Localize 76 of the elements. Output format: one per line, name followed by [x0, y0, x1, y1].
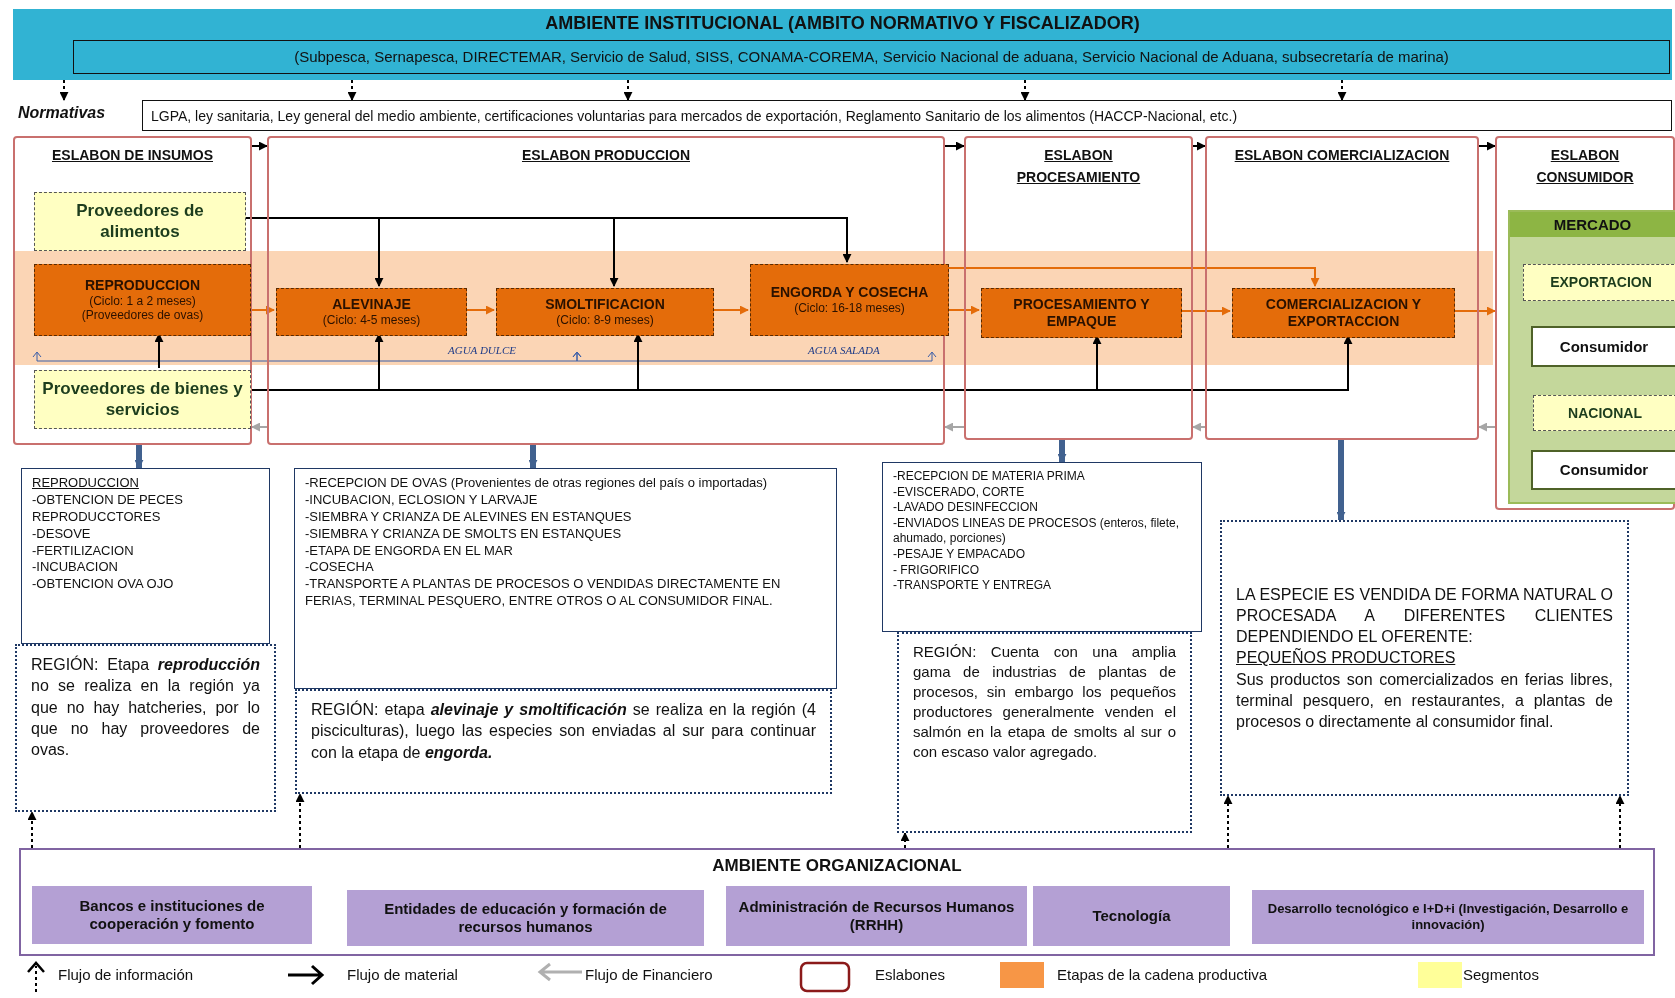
- arrow: [1337, 79, 1347, 101]
- stage-box: SMOLTIFICACION (Ciclo: 8-9 meses): [496, 288, 714, 336]
- arrow: [134, 445, 144, 469]
- legend-label: Flujo de información: [58, 966, 194, 983]
- stage-box: ENGORDA Y COSECHA (Ciclo: 16-18 meses): [750, 264, 949, 336]
- segment-box: Proveedores de bienes y servicios: [34, 370, 251, 429]
- arrow: [347, 79, 357, 101]
- market-panel: [1508, 210, 1675, 504]
- note-box: REGIÓN: Cuenta con una amplia gama de industrias de plantas de procesos, sin embargo los pequeños productores generalmente venden el salmón en la etapa de smolts al sur o con escaso valor agregado.: [897, 632, 1192, 833]
- arrow: [1336, 440, 1346, 521]
- organization-box: Tecnología: [1033, 886, 1230, 946]
- arrow: [623, 79, 633, 101]
- arrow: [295, 793, 305, 849]
- arrow: [711, 305, 749, 315]
- regulations-box: LGPA, ley sanitaria, Ley general del medio ambiente, certificaciones voluntarias para mercados de exportación, Reglamento Sanitario de los alimentos (HACCP-Nacional, etc.): [142, 100, 1672, 131]
- legend-label: Etapas de la cadena productiva: [1057, 966, 1268, 983]
- activity-list-box: -RECEPCION DE MATERIA PRIMA -EVISCERADO, CORTE -LAVADO DESINFECCION -ENVIADOS LINEAS DE PROCESOS (enteros, filete, ahumado, porciones) -PESAJE Y EMPACADO - FRIGORIFICO -TRANSPORTE Y ENTREGA: [882, 462, 1202, 632]
- arrow: [1223, 795, 1233, 849]
- organization-panel: [19, 848, 1655, 956]
- arrow: [1192, 141, 1206, 151]
- panel-heading: MERCADO: [1510, 212, 1675, 237]
- stage-box: PROCESAMIENTO Y EMPAQUE: [981, 288, 1182, 338]
- range-label: AGUA SALADA: [806, 344, 882, 356]
- panel-heading: AMBIENTE ORGANIZACIONAL: [711, 856, 963, 876]
- arrow: [946, 267, 1320, 287]
- organization-box: Bancos e instituciones de cooperación y fomento: [32, 886, 312, 944]
- activity-list-box: REPRODUCCION -OBTENCION DE PECES REPRODUCCTORES -DESOVE -FERTILIZACION -INCUBACION -OBTENCION OVA OJO: [21, 468, 270, 644]
- agency-list-box: (Subpesca, Sernapesca, DIRECTEMAR, Servicio de Salud, SISS, CONAMA-COREMA, Servicio Nacional de aduana, Servicio Nacional de Aduana, subsecretaría de marina): [73, 40, 1670, 74]
- legend-label: Segmentos: [1463, 966, 1539, 983]
- organization-box: Administración de Recursos Humanos (RRHH): [726, 886, 1027, 946]
- note-box: LA ESPECIE ES VENDIDA DE FORMA NATURAL O PROCESADA A DIFERENTES CLIENTES DEPENDIENDO EL OFERENTE: PEQUEÑOS PRODUCTORES Sus productos son comercializados en ferias libres, terminal pesquero, en restaurantes, a plantas de procesos o directamente al consumidor final.: [1220, 520, 1629, 796]
- legend-label: Eslabones: [875, 966, 946, 983]
- arrow: [900, 832, 910, 849]
- arrow: [1478, 141, 1496, 151]
- arrow: [251, 422, 268, 432]
- arrow: [946, 305, 980, 315]
- consumer-box: Consumidor: [1531, 450, 1675, 490]
- organization-box: Entidades de educación y formación de recursos humanos: [347, 890, 704, 946]
- note-box: REGIÓN: etapa alevinaje y smoltificación se realiza en la región (4 pisciculturas), luego las especies son enviadas al sur para continuar con la etapa de engorda.: [295, 689, 832, 794]
- arrow: [59, 79, 69, 101]
- arrow: [27, 811, 37, 849]
- segment-box: Proveedores de alimentos: [34, 192, 246, 251]
- arrow: [1478, 422, 1496, 432]
- arrow: [944, 422, 965, 432]
- panel-heading: ESLABON DE INSUMOS: [51, 146, 214, 165]
- segment-box: NACIONAL: [1533, 395, 1675, 431]
- row-heading: Normativas: [18, 104, 106, 122]
- panel-heading: ESLABON CONSUMIDOR: [1535, 146, 1635, 188]
- organization-box: Desarrollo tecnológico e I+D+i (Investigación, Desarrollo e innovación): [1252, 890, 1644, 944]
- note-box: REGIÓN: Etapa reproducción no se realiza en la región ya que no hay hatcheries, por lo que no hay proveedores de ovas.: [15, 644, 276, 812]
- arrow: [944, 141, 965, 151]
- link-panel: [1495, 136, 1675, 510]
- panel-heading: ESLABON PRODUCCION: [521, 146, 691, 165]
- arrow: [1020, 79, 1030, 101]
- range-label: AGUA DULCE: [446, 344, 518, 356]
- arrow: [1179, 306, 1231, 316]
- consumer-box: Consumidor: [1531, 326, 1675, 367]
- segment-box: EXPORTACION: [1523, 264, 1675, 301]
- arrow: [154, 333, 164, 369]
- arrow: [1615, 795, 1625, 849]
- arrow: [1057, 440, 1067, 463]
- arrow: [528, 445, 538, 469]
- arrow: [1192, 422, 1206, 432]
- legend-label: Flujo de material: [347, 966, 458, 983]
- arrow: [464, 305, 495, 315]
- stage-box: REPRODUCCION (Ciclo: 1 a 2 meses) (Proveedores de ovas): [34, 264, 251, 336]
- banner-title: AMBIENTE INSTITUCIONAL (AMBITO NORMATIVO Y FISCALIZADOR): [544, 13, 1141, 34]
- arrow: [251, 141, 268, 151]
- arrow: [1452, 306, 1496, 316]
- stage-box: COMERCIALIZACION Y EXPORTACCION: [1232, 288, 1455, 338]
- panel-heading: ESLABON PROCESAMIENTO: [1015, 146, 1142, 188]
- banner-panel: [13, 9, 1672, 80]
- legend-label: Flujo de Financiero: [585, 966, 713, 983]
- panel-heading: ESLABON COMERCIALIZACION: [1233, 146, 1451, 165]
- activity-list-box: -RECEPCION DE OVAS (Provenientes de otras regiones del país o importadas) -INCUBACION, ECLOSION Y LARVAJE -SIEMBRA Y CRIANZA DE ALEVINES EN ESTANQUES -SIEMBRA Y CRIANZA DE SMOLTS EN ESTANQUES -ETAPA DE ENGORDA EN EL MAR -COSECHA -TRANSPORTE A PLANTAS DE PROCESOS O VENDIDAS DIRECTAMENTE EN FERIAS, TERMINAL PESQUERO, ENTRE OTROS O AL CONSUMIDOR FINAL.: [294, 468, 837, 689]
- stage-box: ALEVINAJE (Ciclo: 4-5 meses): [276, 288, 467, 336]
